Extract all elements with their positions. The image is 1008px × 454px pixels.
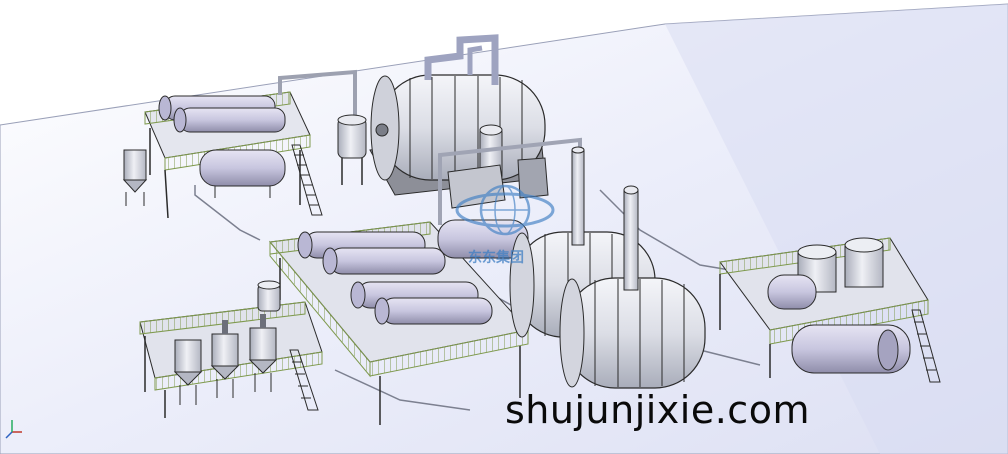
oil-tank	[199, 149, 286, 198]
middle-platform	[269, 219, 529, 425]
mixing-tank	[173, 339, 203, 405]
oil-tank	[791, 324, 911, 374]
gas-pipe	[278, 69, 357, 118]
company-logo-icon	[455, 184, 555, 236]
separator-vessel	[337, 114, 367, 185]
right-platform	[719, 237, 941, 383]
floor-right-shade	[665, 4, 1008, 454]
logo-text: 东东集团	[468, 250, 524, 266]
small-vessel	[122, 149, 148, 206]
mixing-tank	[210, 320, 240, 398]
website-watermark: shujunjixie.com	[505, 388, 810, 432]
oil-tank	[767, 274, 817, 310]
mixing-tank	[248, 314, 278, 392]
axis-triad-icon	[5, 420, 22, 439]
reactor-lower-2	[559, 185, 706, 389]
small-vessel	[257, 280, 281, 312]
dust-box	[447, 157, 549, 209]
condenser-cylinder	[173, 107, 286, 133]
storage-tank	[844, 237, 884, 288]
condenser-cylinder	[374, 297, 493, 325]
top-left-platform	[122, 91, 323, 219]
bottom-left-platform	[139, 280, 323, 418]
condenser-cylinder	[322, 247, 446, 275]
